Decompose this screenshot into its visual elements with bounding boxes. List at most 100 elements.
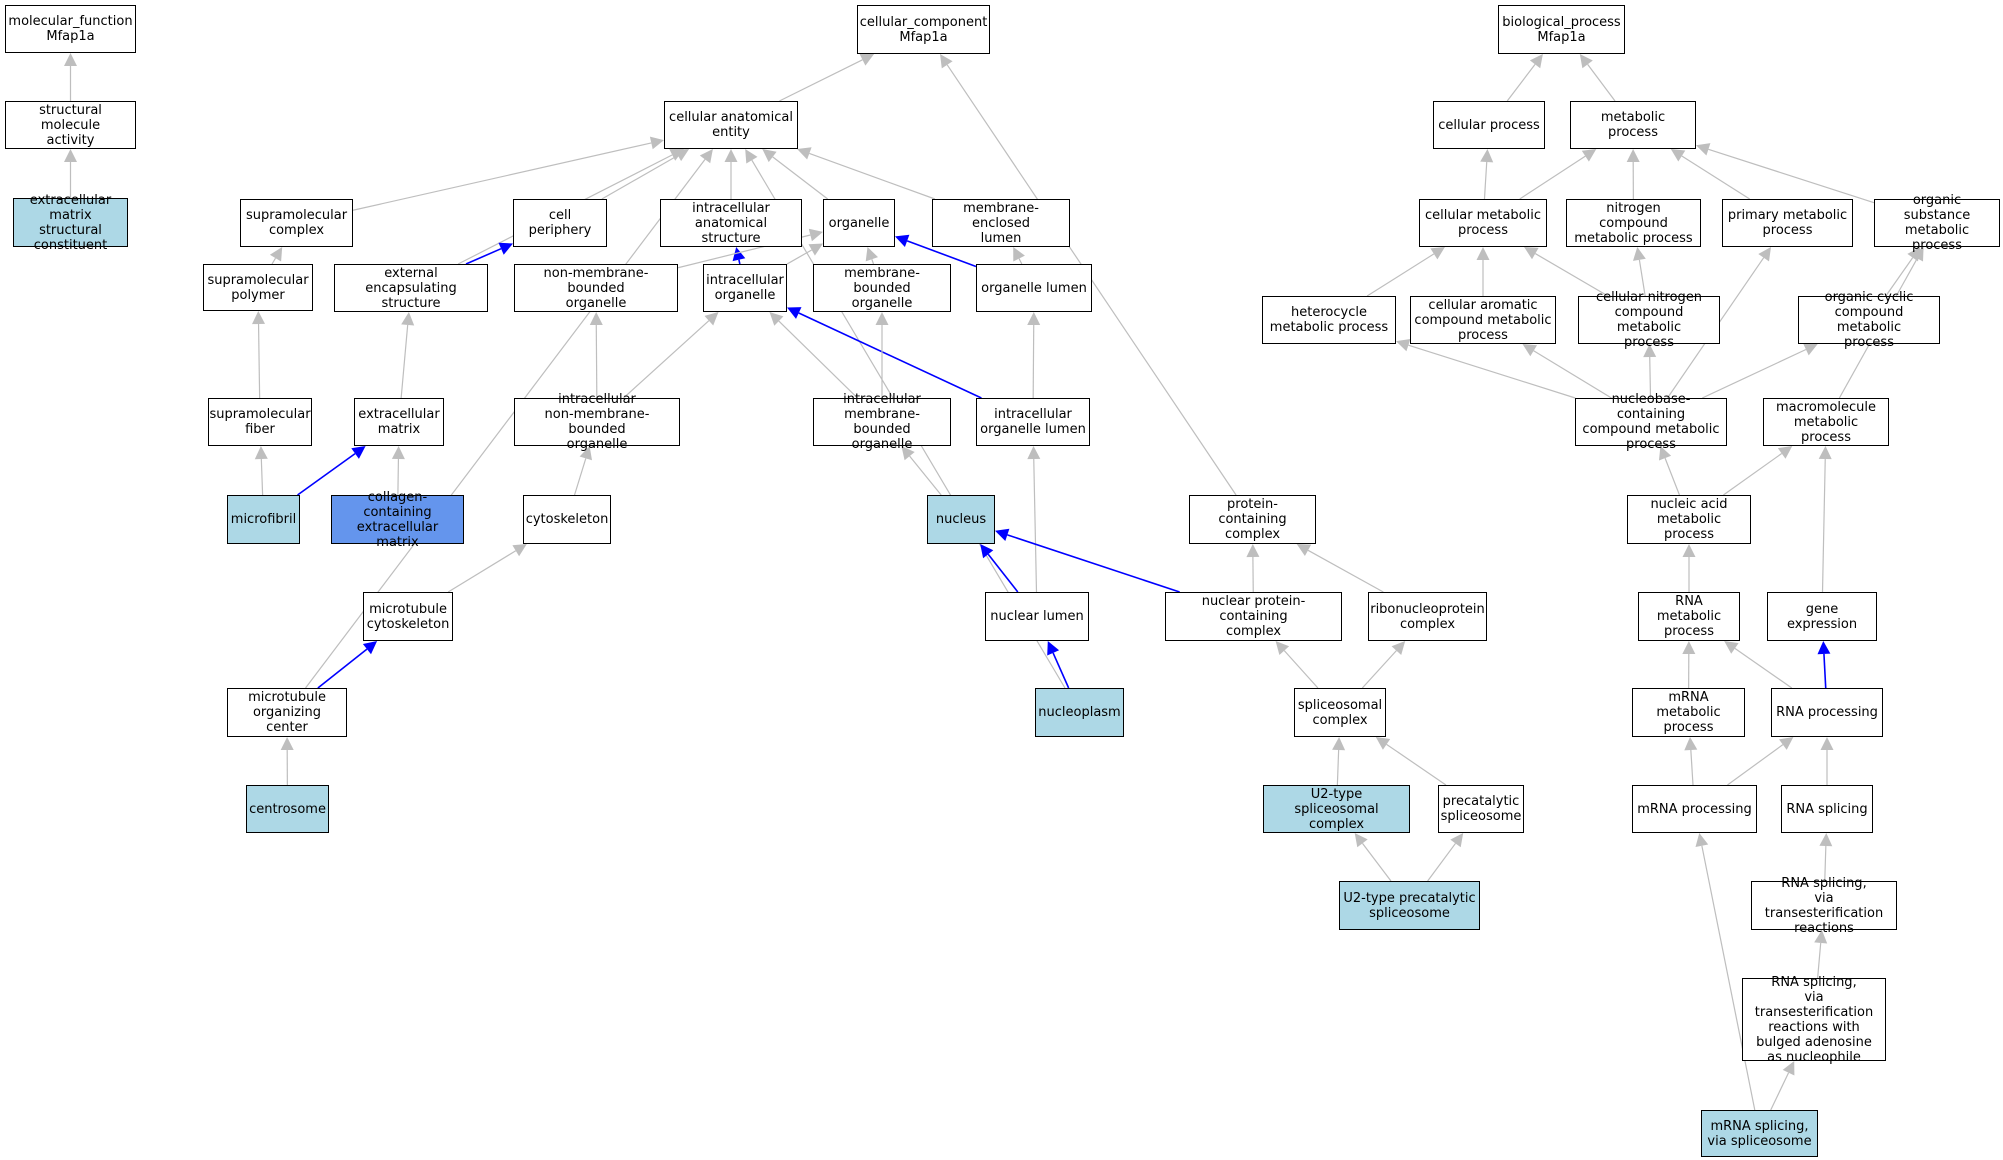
node-rnast[interactable]: RNA splicing, via transesterification re…: [1751, 876, 1897, 936]
node-osmp[interactable]: organic substance metabolic process: [1874, 193, 2000, 253]
edge-line: [1283, 650, 1319, 689]
edge-arrowhead: [1696, 143, 1711, 156]
node-nl[interactable]: nuclear lumen: [985, 592, 1089, 641]
edge-smc-to-cae: [352, 136, 664, 211]
edge-arrowhead: [1529, 54, 1543, 69]
node-io[interactable]: intracellular organelle: [703, 264, 787, 312]
node-cacmp[interactable]: cellular aromatic compound metabolic pro…: [1410, 296, 1556, 344]
edge-arrowhead: [1027, 312, 1041, 325]
node-nuc[interactable]: nucleus: [927, 495, 995, 544]
node-rnamp[interactable]: RNA metabolic process: [1638, 592, 1740, 641]
edge-arrowhead: [254, 446, 268, 460]
edge-arrowhead: [808, 228, 823, 242]
node-cp[interactable]: cell periphery: [513, 199, 607, 247]
node-cellp[interactable]: cellular process: [1433, 101, 1545, 149]
node-namp[interactable]: nucleic acid metabolic process: [1627, 495, 1751, 544]
edge-arrowhead: [1818, 446, 1832, 460]
edge-arrowhead: [1296, 544, 1312, 556]
edge-arrowhead: [1803, 343, 1818, 356]
node-pcc[interactable]: protein-containing complex: [1189, 495, 1316, 544]
edge-line: [1366, 253, 1435, 297]
node-ecm[interactable]: extracellular matrix: [354, 398, 444, 446]
edge-arrowhead: [1047, 641, 1060, 656]
edge-line: [1506, 63, 1536, 102]
edge-npcc-to-nuc: [995, 528, 1180, 593]
node-imbo[interactable]: intracellular membrane-bounded organelle: [813, 392, 951, 452]
node-emsc[interactable]: extracellular matrix structural constitu…: [13, 193, 128, 253]
node-iol[interactable]: intracellular organelle lumen: [976, 398, 1090, 446]
edge-nbccmp-to-hmp: [1396, 339, 1576, 399]
node-inmbo[interactable]: intracellular non-membrane-bounded organ…: [514, 392, 680, 452]
node-org[interactable]: organelle: [823, 199, 895, 247]
edge-ias-to-cae: [724, 149, 738, 199]
node-ge[interactable]: gene expression: [1767, 592, 1877, 641]
node-sma[interactable]: structural molecule activity: [5, 101, 136, 149]
node-occmp[interactable]: organic cyclic compound metabolic proces…: [1798, 290, 1940, 350]
node-mrnap[interactable]: mRNA processing: [1632, 785, 1757, 833]
edge-line: [260, 458, 264, 496]
node-mf[interactable]: molecular_function Mfap1a: [5, 5, 136, 53]
edge-nbccmp-to-cncmp: [1643, 344, 1657, 399]
node-cae[interactable]: cellular anatomical entity: [664, 101, 798, 149]
edge-cae-to-cc: [779, 54, 875, 102]
node-smf[interactable]: supramolecular fiber: [208, 398, 312, 446]
edge-nbccmp-to-occmp: [1702, 343, 1818, 399]
node-ncmp[interactable]: nitrogen compound metabolic process: [1566, 199, 1701, 247]
edge-line: [1664, 457, 1681, 496]
node-ccem[interactable]: collagen-containing extracellular matrix: [331, 490, 464, 550]
edge-line: [1519, 155, 1586, 200]
node-metp[interactable]: metabolic process: [1570, 101, 1696, 149]
edge-line: [1770, 1072, 1790, 1111]
edge-line: [352, 142, 652, 211]
edge-arrowhead: [704, 312, 719, 326]
node-hmp[interactable]: heterocycle metabolic process: [1262, 296, 1396, 344]
node-cncmp[interactable]: cellular nitrogen compound metabolic pro…: [1578, 290, 1720, 350]
node-cmp[interactable]: cellular metabolic process: [1419, 199, 1547, 247]
edge-arrowhead: [1682, 544, 1696, 557]
edge-line: [297, 452, 356, 496]
node-rnpc[interactable]: ribonucleoprotein complex: [1368, 592, 1487, 641]
edge-u2pcs-to-pcs: [1427, 833, 1464, 882]
node-rnastb[interactable]: RNA splicing, via transesterification re…: [1742, 975, 1886, 1065]
node-pcs[interactable]: precatalytic spliceosome: [1438, 785, 1524, 833]
edge-arrowhead: [1782, 1061, 1795, 1076]
node-nmbo[interactable]: non-membrane-bounded organelle: [514, 264, 678, 312]
node-pmp[interactable]: primary metabolic process: [1722, 199, 1853, 247]
edge-mrnass-to-rnastb: [1770, 1061, 1795, 1111]
node-mtc[interactable]: microtubule cytoskeleton: [363, 592, 453, 641]
node-nbccmp[interactable]: nucleobase-containing compound metabolic…: [1575, 392, 1727, 452]
node-rnas[interactable]: RNA splicing: [1781, 785, 1873, 833]
node-np[interactable]: nucleoplasm: [1035, 688, 1124, 737]
node-mel[interactable]: membrane-enclosed lumen: [932, 199, 1070, 247]
edge-pmp-to-metp: [1670, 149, 1750, 200]
node-u2ssc[interactable]: U2-type spliceosomal complex: [1263, 785, 1410, 833]
node-mfib[interactable]: microfibril: [227, 495, 300, 544]
node-ias[interactable]: intracellular anatomical structure: [660, 199, 802, 247]
edge-arrowhead: [762, 149, 777, 163]
edge-line: [809, 152, 936, 200]
node-bp[interactable]: biological_process Mfap1a: [1498, 5, 1625, 54]
node-mmp[interactable]: macromolecule metabolic process: [1763, 398, 1889, 446]
node-rnap[interactable]: RNA processing: [1771, 688, 1883, 737]
edge-ssc-to-rnpc: [1361, 641, 1406, 689]
node-ol[interactable]: organelle lumen: [976, 264, 1092, 312]
node-cyto[interactable]: cytoskeleton: [523, 495, 611, 544]
node-smp[interactable]: supramolecular polymer: [203, 264, 313, 311]
edge-line: [1723, 453, 1783, 496]
node-u2pcs[interactable]: U2-type precatalytic spliceosome: [1339, 881, 1480, 930]
node-cent[interactable]: centrosome: [246, 785, 329, 833]
node-mrnamp[interactable]: mRNA metabolic process: [1632, 688, 1745, 737]
edge-arrowhead: [1354, 833, 1368, 848]
node-smc[interactable]: supramolecular complex: [240, 199, 353, 247]
node-mtoc[interactable]: microtubule organizing center: [227, 688, 347, 737]
node-ssc[interactable]: spliceosomal complex: [1294, 688, 1386, 737]
edge-rnastb-to-rnast: [1814, 930, 1828, 979]
node-npcc[interactable]: nuclear protein-containing complex: [1165, 592, 1342, 641]
edge-arrowhead: [980, 544, 994, 559]
node-mbo[interactable]: membrane-bounded organelle: [813, 264, 951, 312]
node-mrnass[interactable]: mRNA splicing, via spliceosome: [1701, 1110, 1818, 1157]
node-cc[interactable]: cellular_component Mfap1a: [857, 5, 990, 54]
edge-arrowhead: [64, 53, 77, 66]
edge-rnap-to-rnamp: [1724, 641, 1793, 689]
node-ees[interactable]: external encapsulating structure: [334, 264, 488, 312]
